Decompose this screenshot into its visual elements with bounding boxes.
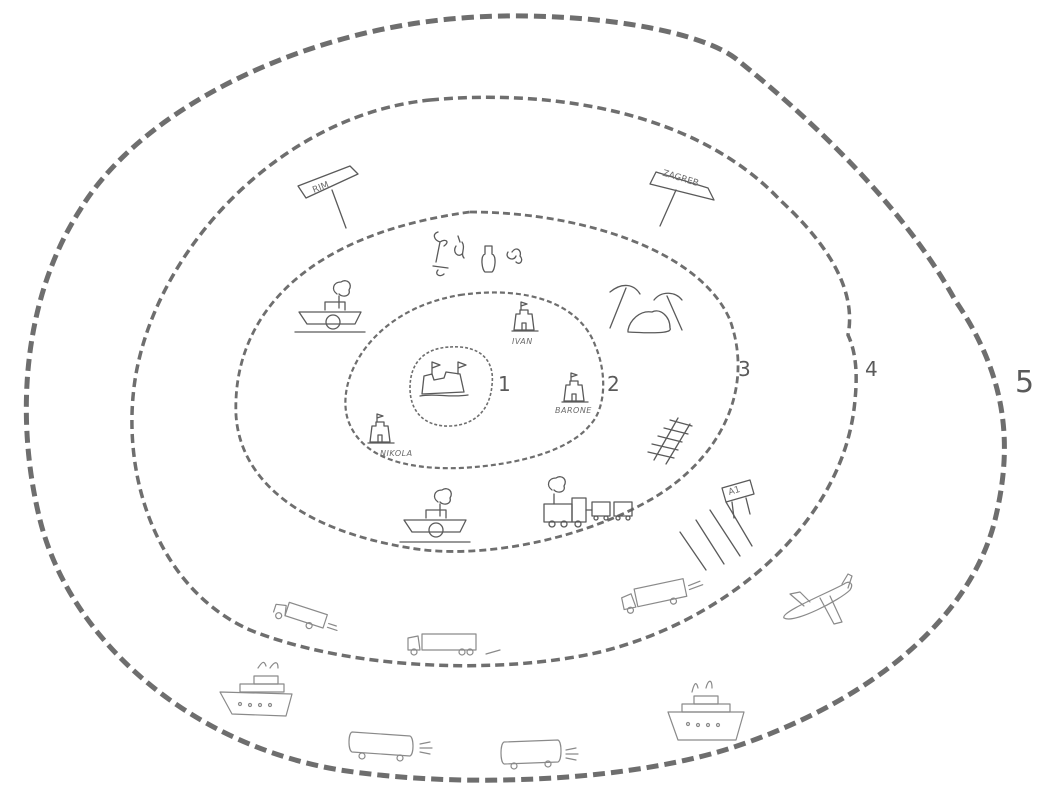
airplane-icon	[784, 574, 852, 624]
zone-label-1: 1	[498, 372, 511, 396]
castle-nikola-icon	[368, 414, 394, 443]
ferry-icon-right	[668, 681, 744, 740]
motorway-icon	[680, 480, 754, 570]
castle-nikola-label: NIKOLA	[380, 449, 413, 458]
zone-label-2: 2	[607, 372, 620, 396]
railway-track-icon	[648, 418, 692, 464]
castle-ivan-icon	[512, 302, 538, 331]
truck-icon-right	[620, 575, 705, 615]
steamboat-icon-bottom	[400, 489, 470, 542]
bus-icon-right	[501, 740, 578, 769]
zone-ring-3	[236, 212, 738, 551]
ferry-icon-left	[220, 662, 292, 716]
truck-icon-left	[272, 599, 341, 637]
bus-icon-left	[349, 732, 432, 761]
zone-ring-4	[132, 97, 856, 665]
zone-label-3: 3	[738, 357, 751, 381]
zone-label-5: 5	[1015, 365, 1034, 400]
castle-barone-icon	[562, 373, 588, 402]
castle-barone-label: BARONE	[555, 406, 592, 415]
center-castle-icon	[420, 362, 468, 396]
castle-ivan-label: IVAN	[512, 337, 533, 346]
train-icon	[544, 477, 632, 527]
zone-label-4: 4	[865, 357, 878, 381]
truck-icon-bottom	[408, 634, 500, 655]
steamboat-icon-left	[295, 281, 365, 332]
mining-picks-icon	[610, 285, 682, 332]
motorway-a1-label: A1	[727, 485, 741, 498]
signpost-rim-icon	[298, 166, 358, 228]
food-produce-icons	[433, 232, 522, 276]
